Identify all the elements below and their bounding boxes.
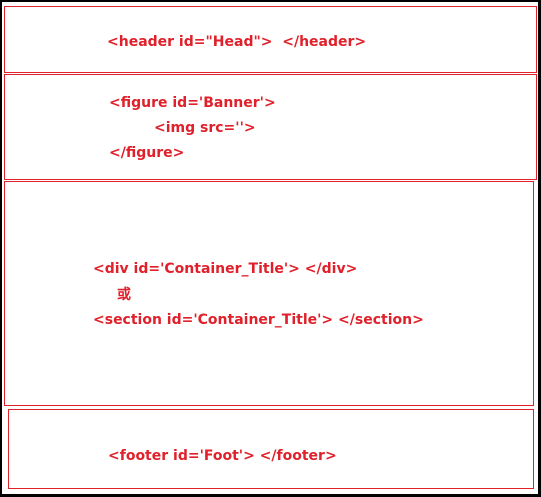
figure-close-tag: </figure> [109, 145, 185, 161]
header-code-label: <header id="Head"> </header> [107, 34, 367, 50]
div-container-tag: <div id='Container_Title'> </div> [93, 261, 358, 277]
section-container-tag: <section id='Container_Title'> </section… [93, 312, 424, 328]
figure-open-tag: <figure id='Banner'> [109, 95, 276, 111]
header-box: <header id="Head"> </header> [4, 6, 537, 73]
footer-box: <footer id='Foot'> </footer> [8, 409, 534, 489]
figure-box: <figure id='Banner'> <img src=''> </figu… [4, 74, 537, 180]
footer-code-label: <footer id='Foot'> </footer> [108, 448, 337, 464]
container-box: <div id='Container_Title'> </div> 或 <sec… [4, 181, 534, 406]
figure-img-tag: <img src=''> [154, 120, 256, 136]
or-label: 或 [117, 287, 131, 303]
